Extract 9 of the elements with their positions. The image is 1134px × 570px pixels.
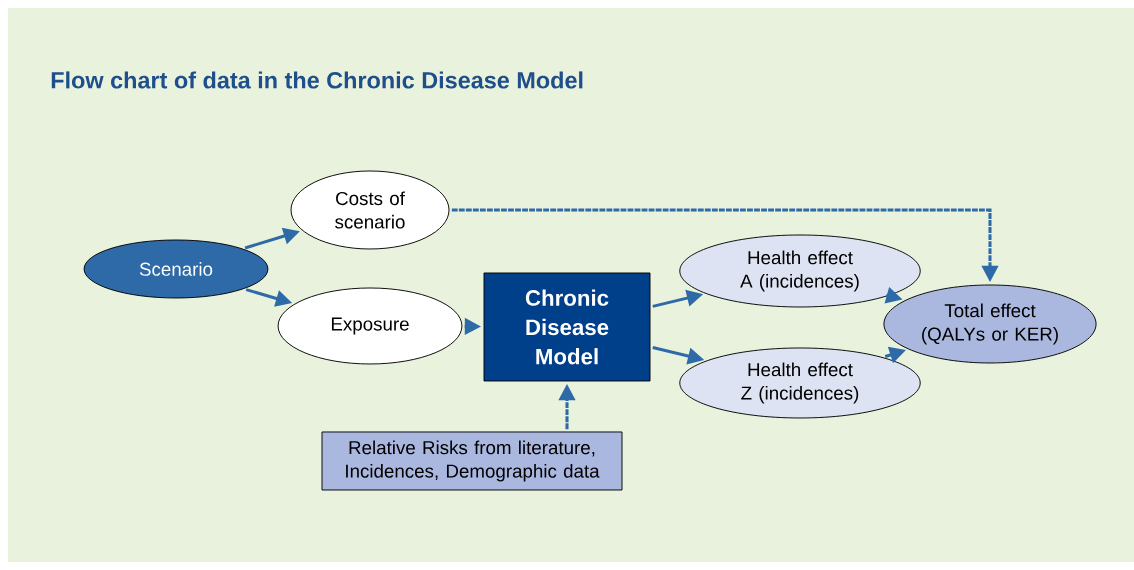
ellipse-node: Total effect (QALYs or KER) — [883, 284, 1097, 364]
ellipse-node: Health effect Z (incidences) — [679, 347, 921, 419]
data-box: Relative Risks from literature, Incidences, Demographic data — [321, 431, 623, 491]
ellipse-node: Exposure — [277, 287, 463, 365]
process-box: Chronic Disease Model — [483, 272, 651, 382]
ellipse-node: Scenario — [83, 239, 269, 299]
title: Flow chart of data in the Chronic Disease Model — [51, 71, 583, 89]
ellipse-node: Costs of scenario — [290, 170, 450, 250]
ellipse-node: Health effect A (incidences) — [679, 234, 921, 308]
